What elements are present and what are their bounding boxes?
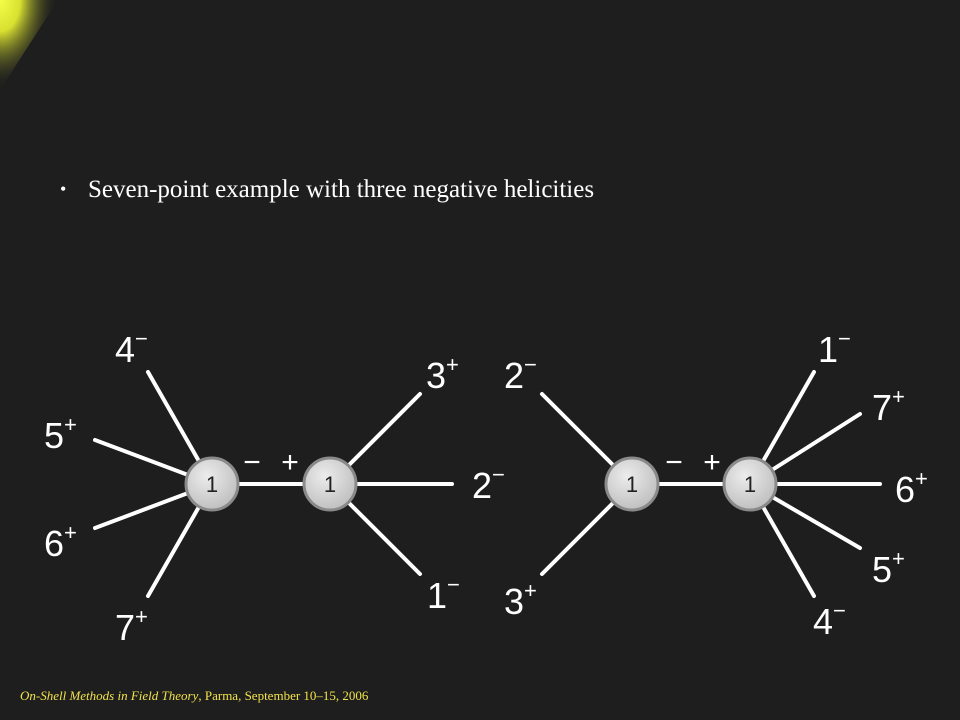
leg-label-4: 4− <box>813 598 846 642</box>
leg-label-7: 7+ <box>115 604 148 648</box>
leg-label-1: 1− <box>818 326 851 370</box>
vertex-label: 1 <box>626 472 638 497</box>
propagator-minus-label: − <box>665 446 683 479</box>
leg-label-4: 4− <box>115 326 148 370</box>
propagator-plus-label: + <box>703 446 721 479</box>
leg-label-7: 7+ <box>872 384 905 428</box>
vertex-label: 1 <box>206 472 218 497</box>
diagram-right <box>540 370 882 598</box>
leg-label-5: 5+ <box>872 546 905 590</box>
footer-title: On-Shell Methods in Field Theory <box>20 688 199 703</box>
propagator-minus-label: − <box>243 446 261 479</box>
vertex-left-b: 1 <box>302 456 358 512</box>
leg-label-5: 5+ <box>44 412 77 456</box>
corner-glow-decoration <box>0 0 58 90</box>
vertex-right-b: 1 <box>722 456 778 512</box>
vertex-label: 1 <box>324 472 336 497</box>
leg-label-3: 3+ <box>426 352 459 396</box>
bullet-text: Seven-point example with three negative … <box>88 176 595 203</box>
vertex-right-a: 1 <box>604 456 660 512</box>
propagator-plus-label: + <box>281 446 299 479</box>
leg-label-1: 1− <box>427 572 460 616</box>
diagram-left <box>93 370 454 598</box>
leg-label-2: 2− <box>504 352 537 396</box>
leg-label-6: 6+ <box>44 520 77 564</box>
footer-citation: On-Shell Methods in Field Theory, Parma,… <box>20 688 368 704</box>
leg-label-3: 3+ <box>504 578 537 622</box>
leg-label-6: 6+ <box>895 466 928 510</box>
bullet-item: • Seven-point example with three negative… <box>60 176 594 204</box>
leg-label-2: 2− <box>472 462 505 506</box>
vertex-label: 1 <box>744 472 756 497</box>
footer-details: , Parma, September 10–15, 2006 <box>198 688 369 703</box>
bullet-marker: • <box>60 179 67 199</box>
vertex-left-a: 1 <box>184 456 240 512</box>
